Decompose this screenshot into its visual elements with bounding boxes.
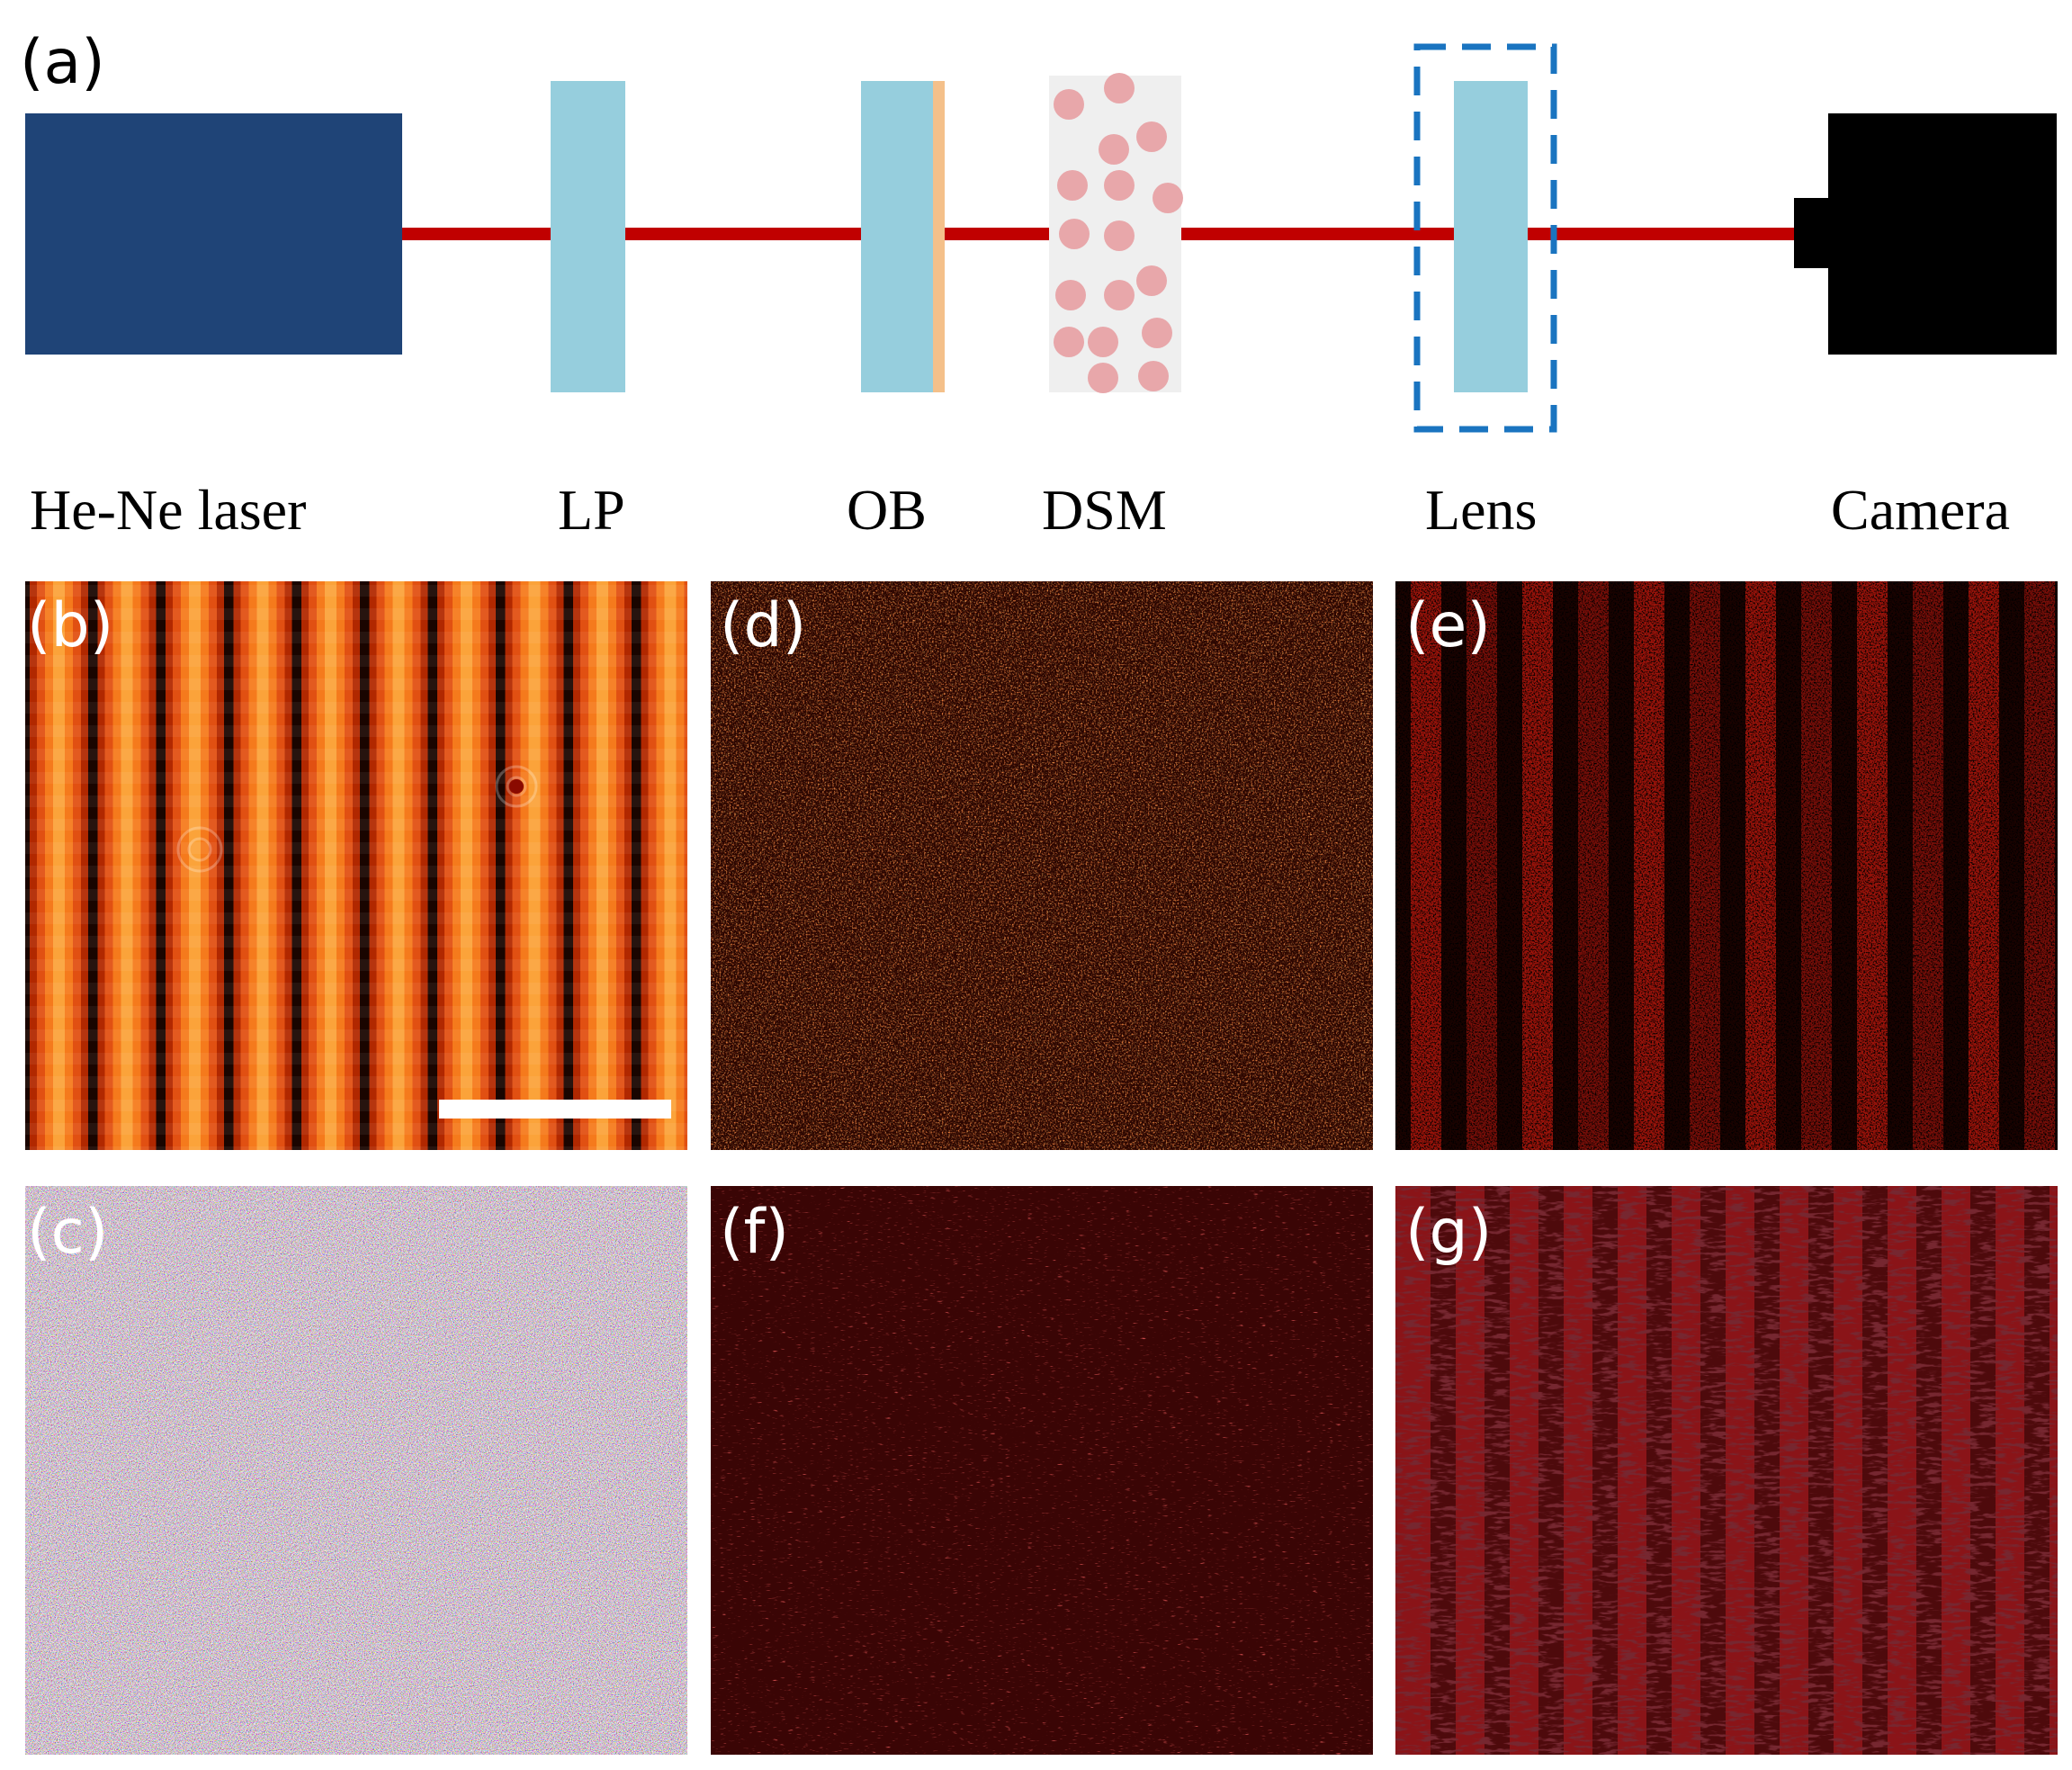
scattering-particle bbox=[1088, 363, 1118, 393]
scattering-particle bbox=[1104, 73, 1135, 103]
lens-dashed-box bbox=[1413, 43, 1557, 433]
object-plate-icon bbox=[861, 81, 933, 392]
scattering-particle bbox=[1136, 121, 1167, 152]
panel-f-speckle-image: (f) bbox=[711, 1186, 1373, 1755]
scattering-particle bbox=[1104, 280, 1135, 310]
panel-c-letter: (c) bbox=[27, 1197, 108, 1268]
scattering-particle bbox=[1138, 361, 1169, 391]
scattering-particle bbox=[1059, 219, 1090, 249]
scattering-particle bbox=[1104, 170, 1135, 201]
scattering-particle bbox=[1142, 318, 1172, 348]
panel-b-fringe-image: (b) bbox=[25, 581, 687, 1150]
camera-icon bbox=[1794, 113, 2057, 355]
label-lp: LP bbox=[558, 478, 625, 542]
scattering-particle bbox=[1055, 280, 1086, 310]
panel-a-setup: (a) He-Ne laser LP OB DSM Lens Camera bbox=[20, 27, 2057, 542]
scattering-particle bbox=[1104, 220, 1135, 251]
panel-d-speckle-image: (d) bbox=[711, 581, 1373, 1150]
panel-g-letter: (g) bbox=[1405, 1197, 1492, 1268]
scattering-particle bbox=[1099, 134, 1129, 165]
lens-icon bbox=[1454, 81, 1528, 392]
scattering-particle bbox=[1054, 89, 1084, 120]
scattering-particle bbox=[1088, 327, 1118, 357]
scattering-medium-icon bbox=[1049, 73, 1183, 393]
linear-polarizer-icon bbox=[551, 81, 625, 392]
scattering-particle bbox=[1136, 265, 1167, 296]
panel-f-letter: (f) bbox=[720, 1197, 789, 1268]
panel-d-letter: (d) bbox=[720, 590, 806, 661]
object-coating-icon bbox=[933, 81, 945, 392]
scattering-particle bbox=[1057, 170, 1088, 201]
label-camera: Camera bbox=[1831, 478, 2010, 542]
label-he-ne-laser: He-Ne laser bbox=[30, 478, 306, 542]
panel-e-speckle-fringe-image: (e) bbox=[1395, 581, 2058, 1150]
panel-b-letter: (b) bbox=[27, 590, 113, 661]
panel-a-letter: (a) bbox=[20, 27, 105, 98]
scattering-particle bbox=[1153, 183, 1183, 213]
scattering-particle bbox=[1054, 327, 1084, 357]
label-ob: OB bbox=[847, 478, 927, 542]
he-ne-laser-icon bbox=[25, 113, 402, 355]
panel-g-binary-fringe-image: (g) bbox=[1395, 1186, 2058, 1755]
scale-bar bbox=[439, 1100, 671, 1119]
label-lens: Lens bbox=[1425, 478, 1537, 542]
label-dsm: DSM bbox=[1042, 478, 1167, 542]
panel-e-letter: (e) bbox=[1405, 590, 1491, 661]
panel-c-phase-image: (c) bbox=[25, 1186, 687, 1755]
